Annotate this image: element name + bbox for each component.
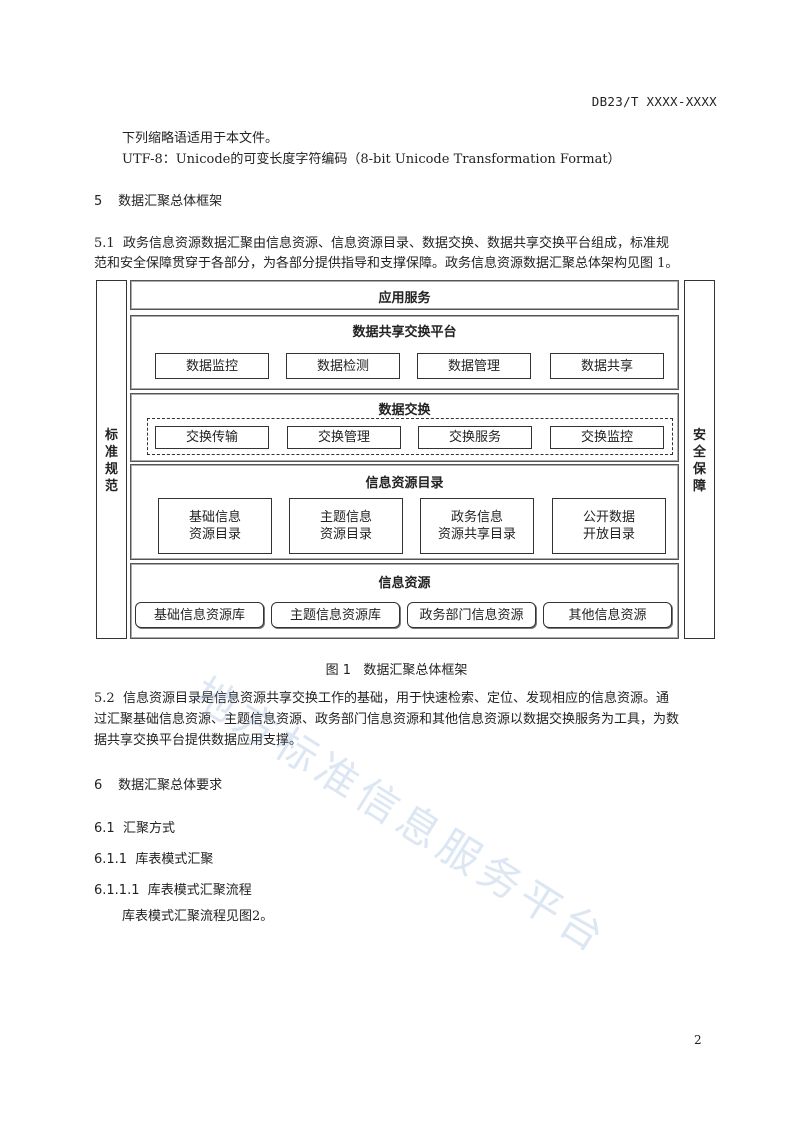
standards-char: 范	[104, 479, 118, 494]
security-char: 障	[692, 479, 706, 494]
section-title: 汇聚方式	[122, 821, 175, 836]
app-service-layer: 应用服务	[130, 280, 679, 310]
resource-item: 主题信息资源库	[271, 602, 400, 628]
catalog-item-line: 开放目录	[582, 527, 635, 542]
layer-title: 信息资源目录	[365, 476, 444, 491]
section-number: 6.1	[94, 821, 115, 836]
security-char: 安	[692, 428, 706, 443]
intro-line-2: UTF-8：Unicode的可变长度字符编码（8-bit Unicode Tra…	[122, 152, 621, 167]
resource-item: 政务部门信息资源	[407, 602, 536, 628]
section-6-1-heading: 6.1 汇聚方式	[94, 817, 175, 836]
section-6-1-1-heading: 6.1.1 库表模式汇聚	[94, 848, 213, 867]
clause-number: 5.1	[94, 236, 115, 251]
page-number: 2	[694, 1033, 702, 1047]
platform-item: 数据检测	[286, 353, 400, 379]
catalog-item: 基础信息 资源目录	[158, 498, 272, 554]
layer-title: 应用服务	[378, 291, 431, 306]
resource-item: 基础信息资源库	[135, 602, 264, 628]
section-title: 库表模式汇聚流程	[147, 883, 252, 898]
section-title: 数据汇聚总体要求	[118, 778, 223, 793]
resources-layer: 信息资源 基础信息资源库 主题信息资源库 政务部门信息资源 其他信息资源	[130, 563, 679, 639]
catalog-item-line: 资源共享目录	[437, 527, 516, 542]
layer-title: 数据交换	[378, 403, 431, 418]
section-6-1-1-1-heading: 6.1.1.1 库表模式汇聚流程	[94, 879, 252, 898]
catalog-layer: 信息资源目录 基础信息 资源目录 主题信息 资源目录 政务信息 资源共享目录 公…	[130, 464, 679, 560]
catalog-item-line: 基础信息	[188, 510, 241, 525]
paragraph-5-1-line-2: 范和安全保障贯穿于各部分，为各部分提供指导和支撑保障。政务信息资源数据汇聚总体架…	[94, 256, 679, 271]
paragraph-5-2-line-2: 过汇聚基础信息资源、主题信息资源、政务部门信息资源和其他信息资源以数据交换服务为…	[94, 712, 680, 727]
resource-item: 其他信息资源	[543, 602, 672, 628]
standards-bar: 标 准 规 范	[96, 280, 127, 639]
catalog-item-line: 公开数据	[582, 510, 635, 525]
paragraph-6-1-1-1: 库表模式汇聚流程见图2。	[122, 909, 274, 924]
catalog-item: 主题信息 资源目录	[289, 498, 403, 554]
clause-text: 信息资源目录是信息资源共享交换工作的基础，用于快速检索、定位、发现相应的信息资源…	[122, 691, 669, 706]
catalog-item-line: 资源目录	[319, 527, 372, 542]
catalog-item-line: 政务信息	[450, 510, 503, 525]
paragraph-5-2-line-1: 5.2 信息资源目录是信息资源共享交换工作的基础，用于快速检索、定位、发现相应的…	[94, 687, 669, 711]
clause-text: 政务信息资源数据汇聚由信息资源、信息资源目录、数据交换、数据共享交换平台组成，标…	[122, 236, 669, 251]
clause-number: 5.2	[94, 691, 115, 706]
security-char: 全	[692, 445, 706, 460]
section-title: 库表模式汇聚	[135, 852, 214, 867]
catalog-item: 政务信息 资源共享目录	[420, 498, 534, 554]
paragraph-5-1-line-1: 5.1 政务信息资源数据汇聚由信息资源、信息资源目录、数据交换、数据共享交换平台…	[94, 232, 669, 256]
exchange-item: 交换监控	[550, 426, 664, 449]
paragraph-5-2-line-3: 据共享交换平台提供数据应用支撑。	[94, 733, 303, 748]
standards-char: 规	[104, 462, 118, 477]
section-number: 6	[94, 778, 103, 793]
figure-caption: 图 1 数据汇聚总体框架	[325, 663, 468, 678]
section-5-heading: 5 数据汇聚总体框架	[94, 190, 222, 209]
catalog-item-line: 主题信息	[319, 510, 372, 525]
standards-char: 标	[104, 428, 118, 443]
layer-title: 信息资源	[378, 576, 431, 591]
section-6-heading: 6 数据汇聚总体要求	[94, 774, 222, 793]
catalog-item: 公开数据 开放目录	[552, 498, 666, 554]
catalog-item-line: 资源目录	[188, 527, 241, 542]
platform-item: 数据共享	[550, 353, 664, 379]
platform-layer: 数据共享交换平台 数据监控 数据检测 数据管理 数据共享	[130, 315, 679, 390]
standards-char: 准	[104, 445, 118, 460]
security-char: 保	[692, 462, 706, 477]
intro-line-1: 下列缩略语适用于本文件。	[122, 131, 279, 146]
layer-title: 数据共享交换平台	[352, 325, 457, 340]
document-code: DB23/T XXXX-XXXX	[591, 94, 717, 109]
exchange-item: 交换服务	[418, 426, 532, 449]
section-number: 5	[94, 194, 103, 209]
exchange-item: 交换管理	[287, 426, 401, 449]
section-title: 数据汇聚总体框架	[118, 194, 223, 209]
platform-item: 数据管理	[417, 353, 531, 379]
exchange-item: 交换传输	[155, 426, 269, 449]
section-number: 6.1.1.1	[94, 883, 140, 898]
security-bar: 安 全 保 障	[684, 280, 715, 639]
exchange-layer: 数据交换 交换传输 交换管理 交换服务 交换监控	[130, 393, 679, 462]
exchange-dashed-group	[147, 418, 673, 455]
platform-item: 数据监控	[155, 353, 269, 379]
section-number: 6.1.1	[94, 852, 128, 867]
